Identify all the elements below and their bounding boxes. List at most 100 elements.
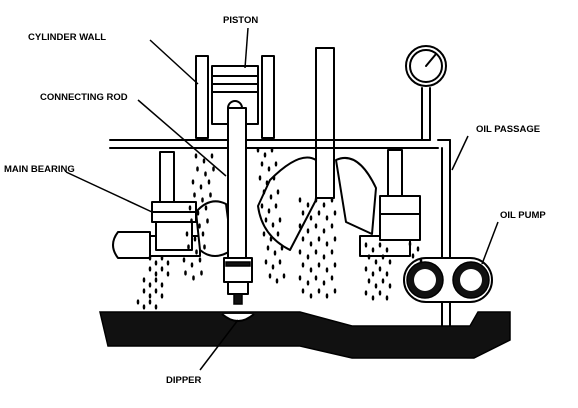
oil-droplet-icon — [333, 288, 337, 294]
dipper — [221, 293, 255, 322]
label-main-bearing: MAIN BEARING — [4, 164, 75, 175]
oil-droplet-icon — [269, 236, 273, 242]
oil-droplet-icon — [306, 254, 310, 260]
oil-droplet-icon — [212, 166, 215, 172]
oil-droplet-icon — [381, 278, 385, 284]
oil-droplet-icon — [317, 262, 321, 268]
oil-droplet-icon — [325, 293, 329, 299]
oil-droplet-icon — [325, 241, 329, 247]
oil-droplet-icon — [330, 223, 334, 229]
oil-droplet-icon — [416, 246, 420, 252]
oil-droplet-icon — [190, 218, 193, 224]
oil-droplet-icon — [267, 208, 271, 214]
oil-droplet-icon — [333, 236, 337, 242]
label-cylinder-wall: CYLINDER WALL — [28, 32, 106, 43]
oil-droplet-icon — [301, 236, 305, 242]
oil-droplet-icon — [148, 266, 152, 272]
oil-droplet-icon — [367, 254, 371, 260]
crank-web-center-right — [335, 157, 377, 235]
oil-droplet-icon — [364, 242, 368, 248]
oil-droplet-icon — [278, 217, 282, 223]
oil-droplet-icon — [371, 295, 375, 301]
oil-droplet-icon — [276, 231, 280, 237]
oil-droplet-icon — [154, 304, 158, 310]
oil-passage — [109, 87, 451, 327]
oil-droplet-icon — [274, 161, 278, 167]
leader-main-bearing — [65, 171, 153, 213]
oil-droplet-icon — [374, 283, 378, 289]
crank-web-left — [195, 200, 233, 257]
label-piston: PISTON — [223, 15, 258, 26]
oil-droplet-icon — [182, 257, 186, 263]
oil-droplet-icon — [142, 277, 146, 283]
oil-droplet-icon — [256, 147, 260, 153]
oil-droplet-icon — [364, 266, 368, 272]
oil-droplet-icon — [142, 304, 146, 310]
oil-droplet-icon — [314, 223, 318, 229]
oil-droplet-icon — [200, 270, 203, 276]
oil-droplet-icon — [193, 192, 196, 198]
label-connecting-rod: CONNECTING ROD — [40, 92, 128, 103]
oil-droplet-icon — [160, 266, 164, 272]
oil-droplet-icon — [160, 255, 164, 261]
oil-droplet-icon — [196, 166, 199, 172]
oil-droplet-icon — [388, 283, 392, 289]
oil-droplet-icon — [330, 249, 334, 255]
oil-droplet-icon — [419, 258, 423, 264]
oil-droplet-icon — [262, 189, 266, 195]
oil-droplet-icon — [301, 262, 305, 268]
oil-droplet-icon — [204, 205, 208, 211]
oil-droplet-icon — [142, 288, 146, 294]
oil-droplet-icon — [202, 158, 206, 164]
oil-droplet-icon — [276, 189, 280, 195]
oil-droplets — [136, 147, 423, 310]
oil-droplet-icon — [333, 262, 337, 268]
oil-droplet-icon — [194, 153, 198, 159]
oil-droplet-icon — [188, 205, 192, 211]
oil-droplet-icon — [274, 203, 278, 209]
oil-droplet-icon — [367, 278, 371, 284]
oil-droplet-icon — [210, 153, 214, 159]
oil-droplet-icon — [317, 236, 321, 242]
oil-droplet-icon — [322, 280, 326, 286]
oil-droplet-icon — [193, 236, 197, 242]
label-oil-pump: OIL PUMP — [500, 210, 546, 221]
oil-droplet-icon — [298, 223, 302, 229]
oil-droplet-icon — [203, 244, 206, 250]
oil-droplet-icon — [154, 288, 158, 294]
oil-droplet-icon — [378, 266, 382, 272]
connecting-rod-second — [315, 47, 335, 199]
oil-droplet-icon — [154, 260, 158, 266]
oil-droplet-icon — [201, 231, 205, 237]
oil-droplet-icon — [199, 184, 203, 190]
oil-droplet-icon — [269, 194, 273, 200]
oil-droplet-icon — [195, 249, 198, 255]
oil-droplet-icon — [201, 197, 204, 203]
oil-droplet-icon — [148, 282, 152, 288]
oil-droplet-icon — [378, 242, 382, 248]
oil-droplet-icon — [317, 210, 321, 216]
oil-droplet-icon — [388, 259, 392, 265]
oil-droplet-icon — [314, 197, 318, 203]
oil-droplet-icon — [364, 290, 368, 296]
leader-piston — [244, 27, 249, 69]
oil-droplet-icon — [160, 293, 164, 299]
oil-droplet-icon — [298, 275, 302, 281]
oil-droplet-icon — [325, 215, 329, 221]
leader-oil-pump — [481, 221, 499, 265]
oil-droplet-icon — [385, 247, 389, 253]
oil-droplet-icon — [385, 271, 389, 277]
oil-droplet-icon — [272, 175, 276, 181]
oil-droplet-icon — [301, 288, 305, 294]
oil-droplet-icon — [148, 293, 152, 299]
oil-droplet-icon — [136, 299, 140, 305]
oil-droplet-icon — [154, 277, 158, 283]
oil-droplet-icon — [306, 202, 310, 208]
oil-droplet-icon — [198, 223, 201, 229]
oil-droplet-icon — [330, 197, 334, 203]
oil-droplet-icon — [209, 192, 212, 198]
oil-droplet-icon — [309, 241, 313, 247]
oil-droplet-icon — [322, 228, 326, 234]
